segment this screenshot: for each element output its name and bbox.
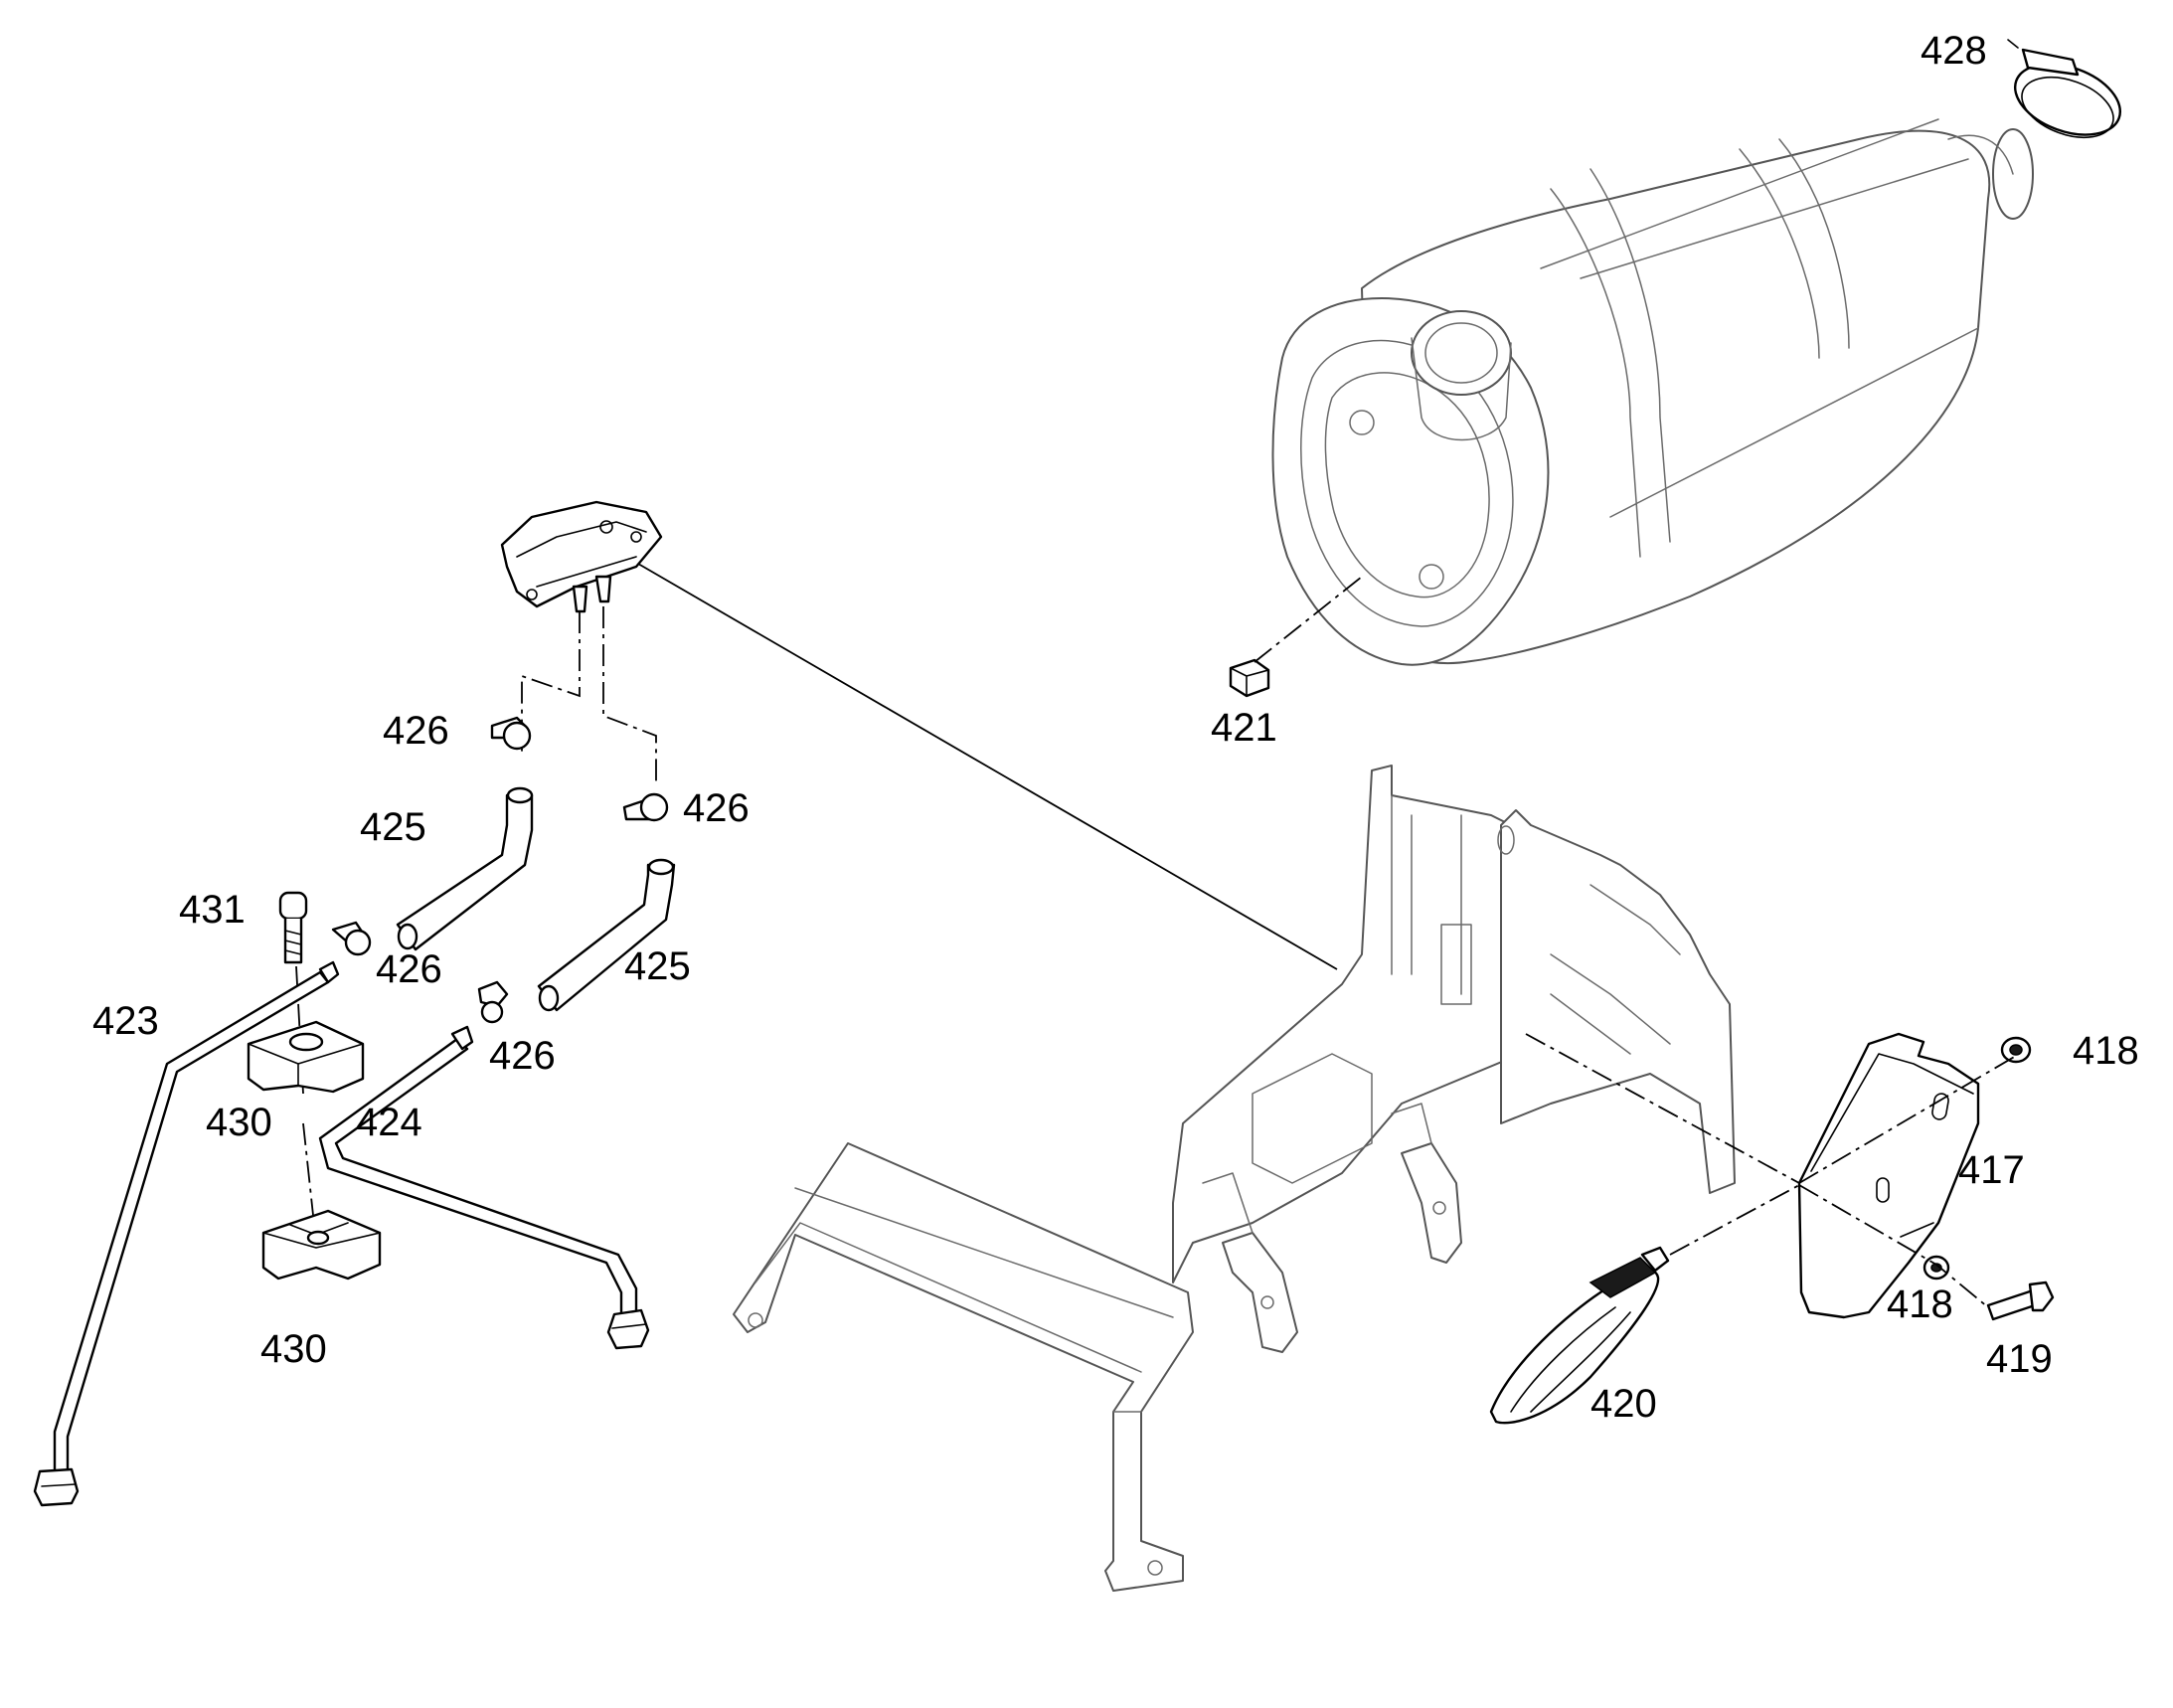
callout-423: 423 xyxy=(92,999,159,1043)
mounting-frame xyxy=(733,765,1736,1592)
callout-425-a: 425 xyxy=(360,805,426,849)
callout-431: 431 xyxy=(179,888,246,932)
callout-419: 419 xyxy=(1986,1337,2053,1381)
callout-430-b: 430 xyxy=(260,1327,327,1371)
callout-418-b: 418 xyxy=(1887,1282,1953,1326)
part-426-clip-a xyxy=(490,716,532,751)
dpf-muffler-assembly xyxy=(1271,118,2034,666)
callout-421: 421 xyxy=(1211,706,1277,750)
callout-425-b: 425 xyxy=(624,944,691,988)
part-420-sensor-harness xyxy=(1489,1246,1670,1425)
part-419-bolt xyxy=(1986,1281,2055,1321)
part-425-hose-b xyxy=(537,858,676,1012)
callout-428: 428 xyxy=(1921,29,1987,73)
callout-426-c: 426 xyxy=(376,947,442,991)
hose-routing-lines xyxy=(521,606,657,785)
part-426-clip-b xyxy=(622,792,669,822)
callout-426-a: 426 xyxy=(383,709,449,753)
part-431-bolt xyxy=(278,891,308,964)
part-418-washer-b xyxy=(1922,1255,1950,1281)
part-428-clamp xyxy=(2007,39,2122,139)
part-430-block-upper xyxy=(247,1020,365,1094)
part-430-block-lower xyxy=(261,1209,382,1281)
callout-426-d: 426 xyxy=(489,1034,556,1078)
part-421-sensor xyxy=(1229,576,1363,698)
pressure-sensor xyxy=(500,500,663,613)
callout-426-b: 426 xyxy=(683,786,750,830)
bracket-assembly-lines xyxy=(1525,1033,2017,1308)
part-423-pipe xyxy=(33,960,340,1507)
callout-418-a: 418 xyxy=(2073,1029,2139,1073)
callout-420: 420 xyxy=(1590,1382,1657,1426)
part-425-hose-a xyxy=(396,786,534,951)
part-424-pipe xyxy=(318,1025,650,1350)
callout-labels: 428 421 426 426 425 431 426 425 423 426 … xyxy=(92,29,2139,1426)
leader-line-sensor-frame xyxy=(637,563,1338,970)
bolt-axis-line xyxy=(295,965,317,1244)
part-426-clip-d xyxy=(477,980,509,1024)
part-418-washer-a xyxy=(2000,1036,2032,1064)
part-417-bracket xyxy=(1797,1032,1980,1319)
callout-417: 417 xyxy=(1958,1148,2025,1192)
part-426-clip-c xyxy=(331,921,372,956)
callout-430-a: 430 xyxy=(206,1101,272,1144)
callout-424: 424 xyxy=(356,1101,422,1144)
